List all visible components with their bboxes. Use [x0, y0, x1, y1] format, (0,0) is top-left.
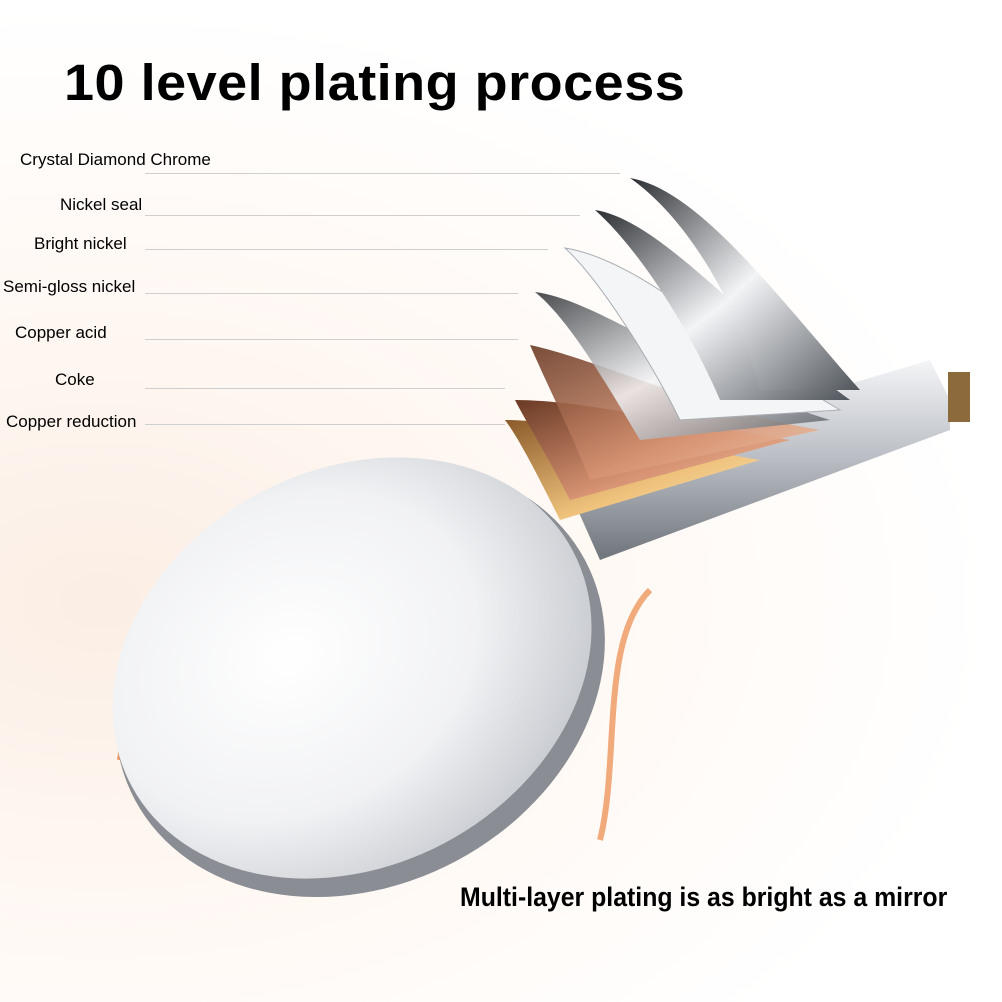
layer-label-nickel-seal: Nickel seal: [60, 195, 143, 214]
layer-label-crystal-diamond-chrome: Crystal Diamond Chrome: [20, 150, 211, 169]
leader-line: [145, 173, 620, 174]
page-title: 10 level plating process: [64, 54, 686, 112]
caption: Multi-layer plating is as bright as a mi…: [460, 882, 948, 912]
leader-line: [145, 424, 505, 425]
leader-line: [145, 293, 518, 294]
leader-line: [145, 388, 505, 389]
leader-line: [145, 215, 580, 216]
layer-label-semi-gloss-nickel: Semi-gloss nickel: [3, 277, 136, 296]
layer-label-bright-nickel: Bright nickel: [34, 234, 127, 253]
layer-label-copper-acid: Copper acid: [15, 323, 107, 342]
layer-label-copper-reduction: Copper reduction: [6, 412, 137, 431]
layer-label-coke: Coke: [55, 370, 95, 389]
leader-line: [145, 249, 548, 250]
leader-line: [145, 339, 518, 340]
